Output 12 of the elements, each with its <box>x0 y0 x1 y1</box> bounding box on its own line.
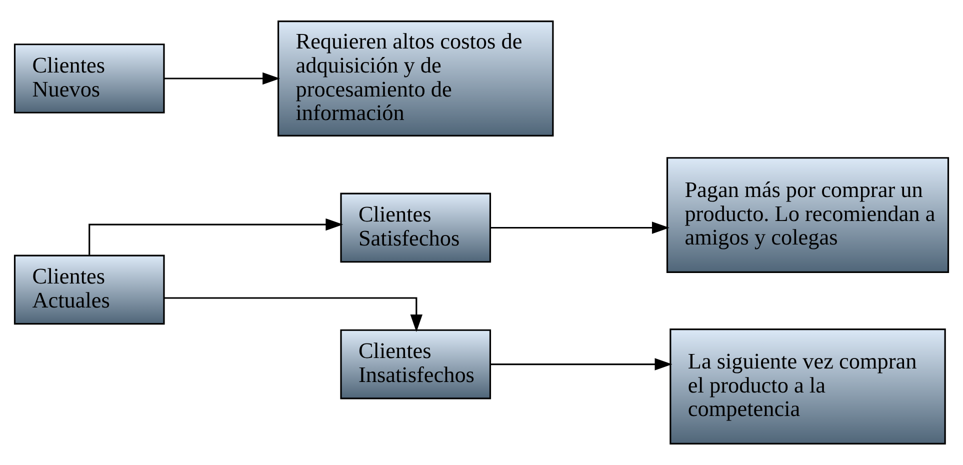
arrow <box>164 297 423 332</box>
node-box: Pagan más por comprar un producto. Lo recomiendan a amigos y colegas <box>666 157 950 273</box>
node-box: Clientes Satisfechos <box>340 192 492 263</box>
arrow <box>490 358 672 370</box>
arrow <box>490 222 670 234</box>
node-box: Clientes Nuevos <box>14 44 165 114</box>
arrow <box>164 72 280 85</box>
arrow <box>88 218 344 255</box>
node-box: Requieren altos costos de adquisición y de procesamiento de información <box>278 20 554 136</box>
node-box: Clientes Insatisfechos <box>340 329 492 400</box>
node-box: Clientes Actuales <box>14 254 165 325</box>
node-box: La siguiente vez compran el producto a la competencia <box>670 328 946 444</box>
